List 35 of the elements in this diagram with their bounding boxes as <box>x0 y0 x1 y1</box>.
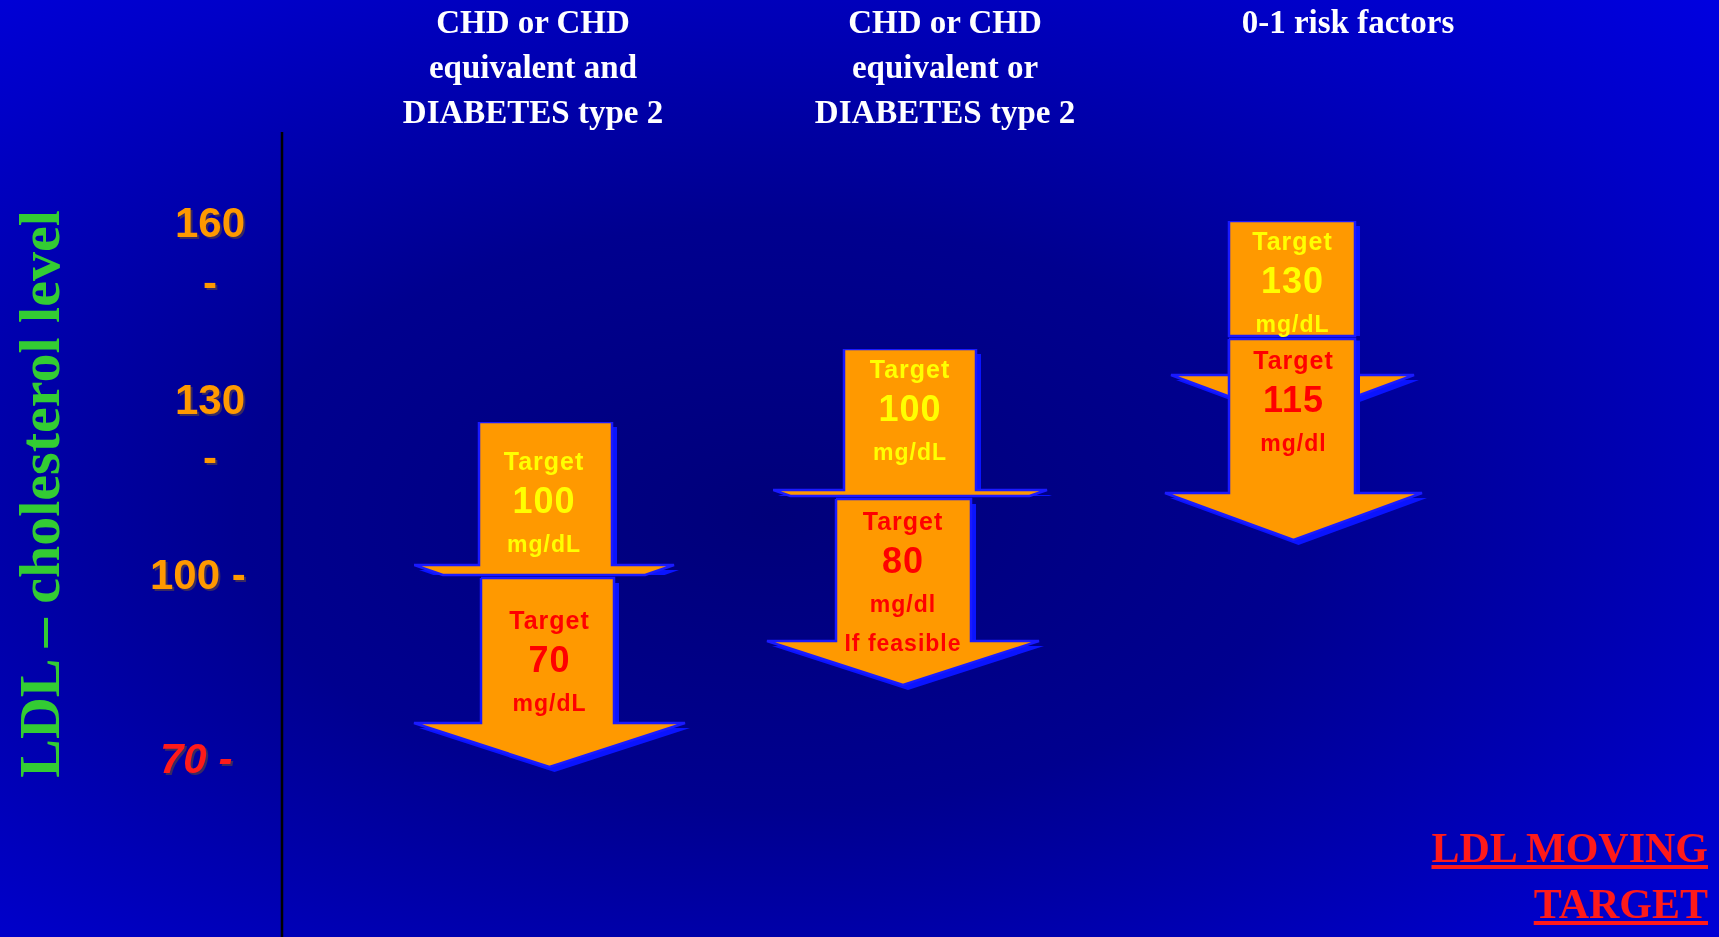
target-value: 100 <box>878 392 942 426</box>
axis-tick-label: 130 <box>173 375 247 425</box>
axis-tick-label: 70 - <box>160 734 234 784</box>
column-heading: CHD or CHD equivalent or DIABETES type 2 <box>813 3 1077 132</box>
axis-title: LDL – cholesterol level <box>9 209 71 780</box>
axis-tick-label: 160 <box>173 198 247 248</box>
target-value: 115 <box>1262 383 1325 417</box>
target-word: Target <box>869 354 951 385</box>
target-word: Target <box>1253 345 1334 376</box>
column-heading: CHD or CHD equivalent and DIABETES type 2 <box>401 3 665 132</box>
column-heading: 0-1 risk factors <box>1240 3 1456 42</box>
note-text: If feasible <box>844 629 962 658</box>
axis-tick-label: 100 - <box>150 550 247 600</box>
unit-text: mg/dL <box>512 689 587 718</box>
target-value: 100 <box>512 484 576 518</box>
down-arrow-shape <box>767 499 1045 691</box>
target-value: 80 <box>881 544 924 578</box>
down-arrow-shape <box>1165 339 1428 546</box>
target-word: Target <box>509 605 590 636</box>
target-word: Target <box>503 446 585 477</box>
unit-text: mg/dL <box>507 530 581 559</box>
axis-tick-label: - <box>202 258 218 308</box>
target-value: 70 <box>528 643 571 677</box>
axis-tick-label: - <box>202 433 218 483</box>
unit-text: mg/dL <box>873 438 947 467</box>
slide-title: LDL MOVING TARGET <box>1430 824 1708 929</box>
down-arrow-shape <box>773 349 1053 498</box>
unit-text: mg/dL <box>1255 310 1330 338</box>
down-arrow-shape <box>414 578 691 773</box>
target-word: Target <box>862 506 944 537</box>
unit-text: mg/dl <box>869 590 937 619</box>
target-word: Target <box>1252 226 1333 257</box>
down-arrow-shape <box>414 422 680 577</box>
target-value: 130 <box>1260 264 1325 298</box>
unit-text: mg/dl <box>1260 429 1327 458</box>
